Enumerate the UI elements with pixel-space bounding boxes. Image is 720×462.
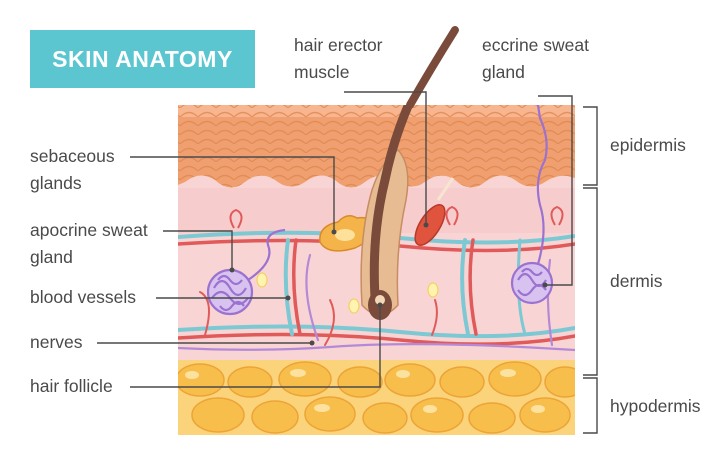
leader-eccrine bbox=[538, 95, 573, 286]
label-hair-follicle: hair follicle bbox=[30, 376, 113, 396]
hair-shaft bbox=[406, 26, 459, 109]
leader-apocrine bbox=[163, 230, 233, 270]
fat-cells bbox=[178, 361, 575, 434]
label-eccrine-sweat-gland: eccrine sweat gland bbox=[482, 35, 589, 82]
label-dermis: dermis bbox=[610, 271, 663, 291]
title-banner: SKIN ANATOMY bbox=[30, 30, 255, 88]
label-nerves: nerves bbox=[30, 332, 83, 352]
label-hypodermis: hypodermis bbox=[610, 396, 701, 416]
bracket-dermis bbox=[583, 187, 598, 376]
leader-sebaceous bbox=[130, 156, 335, 232]
eccrine-sweat-gland bbox=[510, 105, 554, 305]
label-sebaceous-glands: sebaceous glands bbox=[30, 146, 115, 193]
label-epidermis: epidermis bbox=[610, 135, 686, 155]
label-apocrine-sweat-gland: apocrine sweat gland bbox=[30, 220, 148, 267]
blood-vessels bbox=[178, 230, 575, 346]
leader-follicle bbox=[130, 305, 381, 388]
bracket-hypodermis bbox=[583, 377, 598, 434]
label-blood-vessels: blood vessels bbox=[30, 287, 137, 307]
label-hair-erector-muscle: hair erector muscle bbox=[294, 35, 383, 82]
nerves bbox=[178, 253, 575, 352]
hair-erector-muscle bbox=[414, 177, 455, 246]
apocrine-sweat-gland bbox=[206, 228, 286, 316]
bracket-epidermis bbox=[583, 106, 598, 186]
leader-erector bbox=[344, 91, 427, 225]
hair-follicle bbox=[360, 105, 414, 320]
diagram-title: SKIN ANATOMY bbox=[52, 45, 233, 72]
